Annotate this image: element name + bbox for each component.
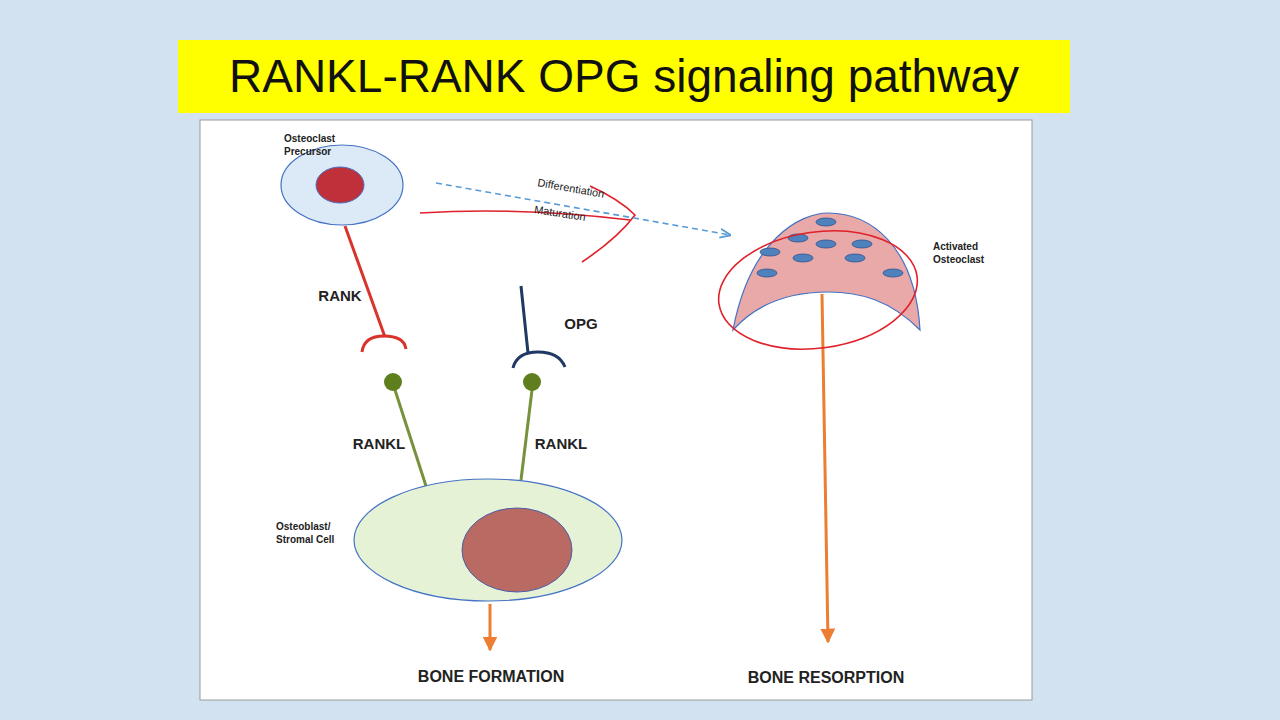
cell-label: Activated Osteoclast [933, 240, 1008, 266]
cell-nucleus [462, 508, 572, 592]
cell-label: Osteoclast Precursor [284, 132, 346, 158]
rankl-stem [395, 390, 426, 486]
edge-label: Differentiation [537, 176, 606, 200]
cell-node: Osteoclast Precursor [280, 128, 436, 228]
process-label: Maturation [533, 203, 586, 223]
rankl-ligand [384, 373, 402, 391]
rank-receptor-cup [362, 336, 406, 352]
cell-nucleus [788, 234, 808, 242]
molecule-label: OPG [564, 315, 597, 332]
differentiation-arrow [436, 183, 730, 235]
rank-receptor-stem [345, 226, 385, 337]
resorption-arrow [822, 294, 828, 642]
cell-body [354, 479, 622, 601]
outcome-label: BONE RESORPTION [748, 669, 904, 687]
cell-nucleus [757, 269, 777, 277]
cell-label: Osteoblast/ Stromal Cell [276, 520, 356, 546]
cell-shape [272, 476, 626, 604]
annotation-circle [711, 219, 925, 362]
rankl-stem [521, 390, 532, 480]
opg-cup [513, 352, 565, 368]
molecule-label: RANK [318, 287, 361, 304]
formation-arrow [489, 604, 492, 650]
cell-body [281, 145, 403, 225]
cell-node: Activated Osteoclast [730, 210, 1010, 335]
molecule-label: RANKL [353, 435, 406, 452]
cell-shape [280, 128, 436, 228]
outcome-label: BONE FORMATION [418, 668, 564, 686]
cell-nucleus [793, 254, 813, 262]
annotation-chevron [582, 186, 635, 262]
cell-nucleus [816, 218, 836, 226]
cell-nucleus [845, 254, 865, 262]
annotation-stroke [420, 211, 630, 220]
figure-frame [200, 120, 1032, 700]
opg-stem [521, 286, 528, 353]
slide-title: RANKL-RANK OPG signaling pathway [178, 40, 1070, 113]
rankl-ligand [523, 373, 541, 391]
cell-nucleus [316, 167, 364, 203]
cell-node: Osteoblast/ Stromal Cell [272, 476, 626, 604]
cell-nucleus [852, 240, 872, 248]
molecule-label: RANKL [535, 435, 588, 452]
osteoclast-body [733, 213, 920, 330]
cell-nucleus [883, 269, 903, 277]
cell-nucleus [816, 240, 836, 248]
cell-nucleus [760, 248, 780, 256]
cell-shape [730, 210, 1010, 335]
